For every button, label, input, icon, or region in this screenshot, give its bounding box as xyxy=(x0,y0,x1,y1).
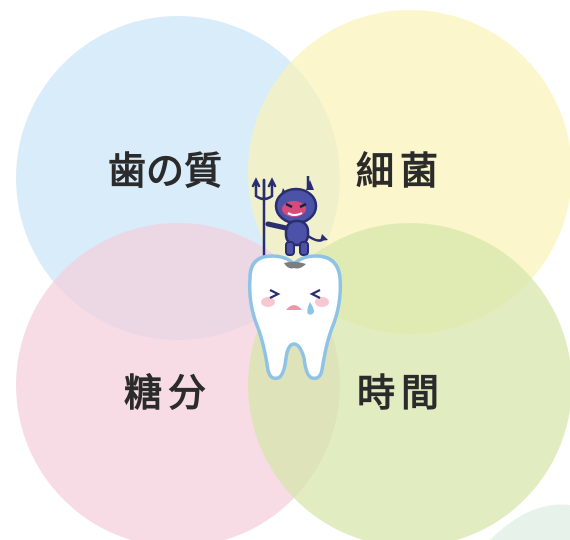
label-bacteria: 細菌 xyxy=(356,149,445,193)
label-tooth-quality: 歯の質 xyxy=(108,149,223,193)
label-sugar: 糖分 xyxy=(124,371,213,415)
trident-icon xyxy=(251,177,277,258)
devil-icon xyxy=(265,176,328,256)
label-time: 時間 xyxy=(357,371,446,415)
corner-decoration xyxy=(490,504,570,540)
crying-tooth-icon xyxy=(247,254,343,381)
tooth-devil-mascot xyxy=(247,176,343,381)
